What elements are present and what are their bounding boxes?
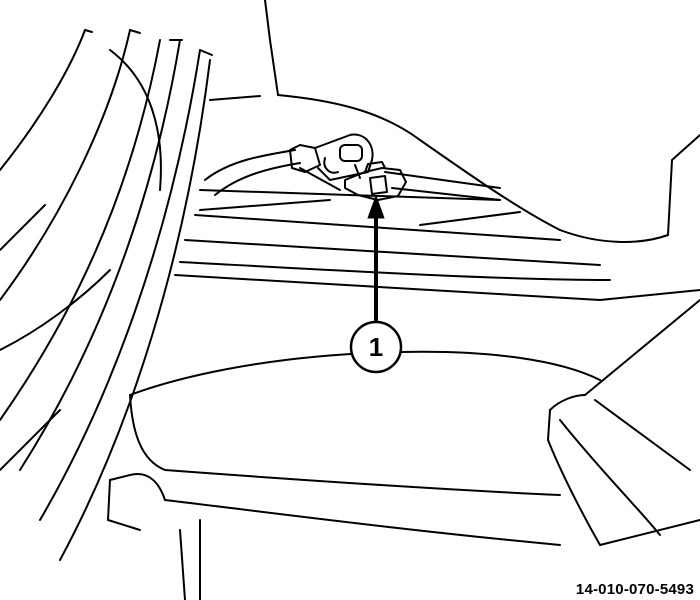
right-bolster bbox=[547, 289, 700, 546]
connector bbox=[289, 133, 374, 181]
callout-leader bbox=[367, 195, 385, 324]
seat-frame-left bbox=[0, 29, 213, 561]
seat-cushion bbox=[107, 350, 601, 600]
floor-panels bbox=[174, 189, 611, 301]
figure-code: 14-010-070-5493 bbox=[575, 581, 694, 598]
callout-number: 1 bbox=[369, 332, 383, 362]
callout-1: 1 bbox=[349, 320, 403, 374]
retaining-clip bbox=[344, 161, 407, 201]
inner-pillar bbox=[209, 0, 700, 243]
